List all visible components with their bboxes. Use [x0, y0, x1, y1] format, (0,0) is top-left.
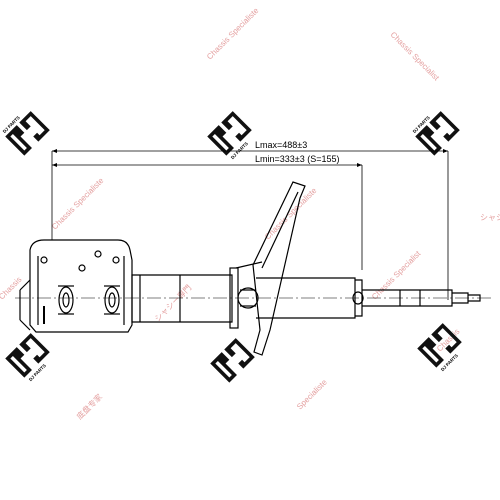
lmin-label: Lmin=333±3 (S=155) — [255, 154, 340, 164]
watermark-text: 底盘专家 — [74, 392, 104, 422]
dj-logo: DJ PARTS — [2, 111, 50, 156]
mount-hole — [104, 286, 120, 314]
upper-tube — [256, 277, 356, 319]
rod-end — [452, 292, 469, 304]
watermark-text: Chassis Specialiste — [205, 6, 261, 62]
dj-logo: DJ PARTS — [412, 111, 460, 156]
logo-caption: DJ PARTS — [28, 363, 47, 382]
watermark-text: Chassis Specialist — [389, 30, 442, 83]
dimension-arrows — [52, 149, 448, 167]
watermark-text: Chassis Specialiste — [263, 186, 319, 242]
dimension-lines — [51, 150, 449, 300]
bolt-hole — [78, 264, 86, 272]
watermark-text: Chassis Specialiste — [50, 176, 106, 232]
piston-rod — [362, 289, 453, 307]
logo-caption: DJ PARTS — [440, 353, 459, 372]
dj-logo: DJ PARTS — [207, 111, 252, 160]
dj-logo — [210, 338, 255, 383]
bolt-hole — [94, 250, 102, 258]
watermark-text: Chassis Specialist — [370, 249, 423, 302]
bolt-hole — [40, 256, 48, 264]
watermark-text: Specialiste — [295, 377, 329, 411]
dj-logo: DJ PARTS — [5, 333, 50, 382]
spring-seat — [252, 181, 306, 356]
seat-collar — [237, 287, 259, 309]
watermark-text: シャシー専門 — [152, 282, 193, 323]
main-cylinder — [131, 274, 233, 323]
watermark-text: シャシー専門 — [480, 212, 500, 222]
lmax-label: Lmax=488±3 — [255, 140, 307, 150]
bolt-hole — [112, 256, 120, 264]
shock-absorber — [19, 181, 481, 356]
mount-hole — [58, 286, 74, 314]
